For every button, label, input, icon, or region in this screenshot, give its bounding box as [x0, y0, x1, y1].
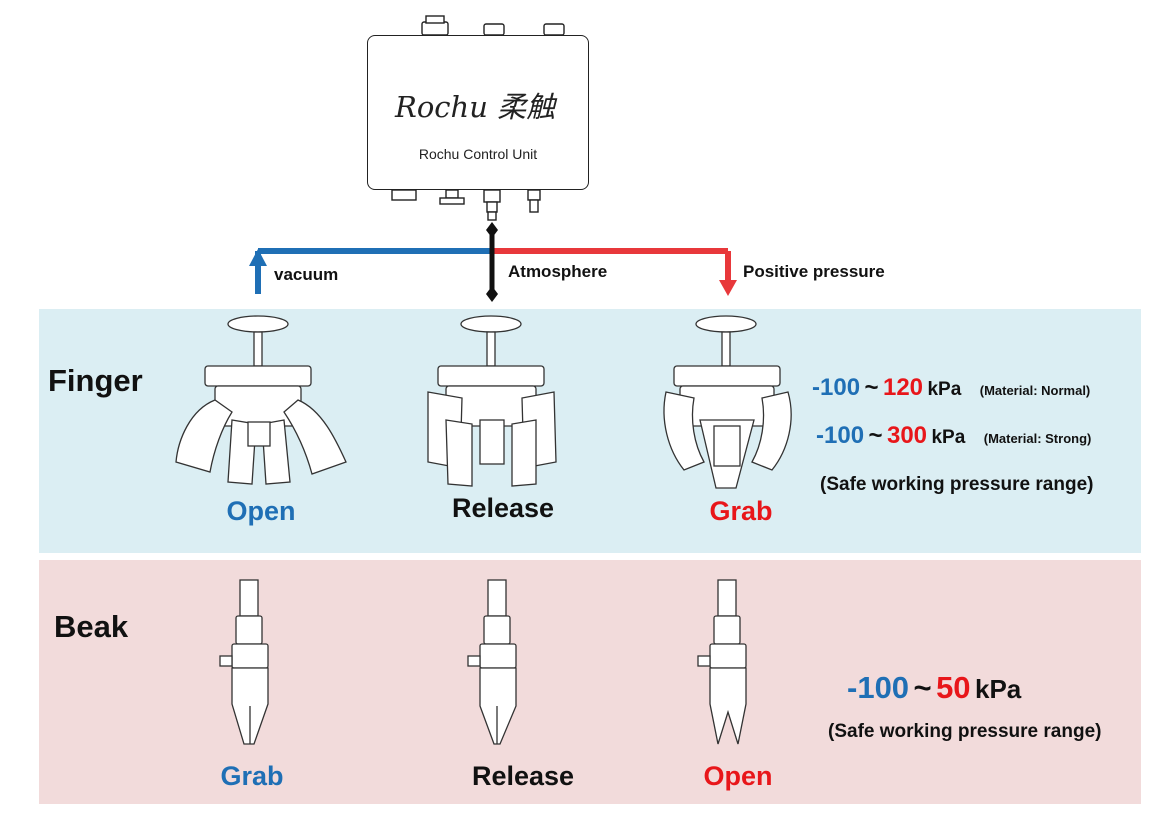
beak-panel: [39, 560, 1141, 804]
beak-state-open: Open: [703, 761, 773, 791]
beak-gripper-grab-icon: [219, 579, 269, 745]
finger-range-note: (Safe working pressure range): [820, 474, 1094, 495]
vacuum-label: vacuum: [274, 265, 339, 284]
rochu-logo: Rochu 柔触: [395, 90, 556, 124]
beak-range-note: (Safe working pressure range): [828, 721, 1102, 742]
positive-line: [492, 248, 731, 282]
finger-state-release: Release: [451, 493, 555, 523]
finger-gripper-grab-icon: [663, 315, 792, 489]
unit-bottom-connectors: [391, 189, 541, 221]
beak-range: -100 ~ 50 kPa: [847, 670, 1022, 705]
finger-range-strong: -100 ~ 300 kPa (Material: Strong): [816, 422, 1092, 449]
beak-state-release: Release: [471, 761, 575, 791]
positive-arrow-icon: [719, 280, 737, 296]
finger-state-open: Open: [226, 496, 296, 526]
beak-gripper-release-icon: [467, 579, 517, 745]
positive-pressure-label: Positive pressure: [743, 262, 885, 281]
finger-state-grab: Grab: [709, 496, 773, 526]
vacuum-arrow-icon: [249, 249, 267, 266]
unit-top-connectors: [421, 15, 565, 36]
finger-title: Finger: [48, 363, 143, 398]
beak-gripper-open-icon: [697, 579, 747, 745]
beak-title: Beak: [54, 609, 129, 644]
atmosphere-label: Atmosphere: [508, 262, 608, 281]
control-unit-name: Rochu Control Unit: [418, 146, 538, 162]
control-unit-box: [367, 35, 589, 190]
atmosphere-line: [486, 222, 498, 302]
beak-state-grab: Grab: [220, 761, 284, 791]
finger-gripper-open-icon: [175, 315, 347, 485]
finger-range-normal: -100 ~ 120 kPa (Material: Normal): [812, 374, 1091, 401]
finger-gripper-release-icon: [427, 315, 557, 487]
